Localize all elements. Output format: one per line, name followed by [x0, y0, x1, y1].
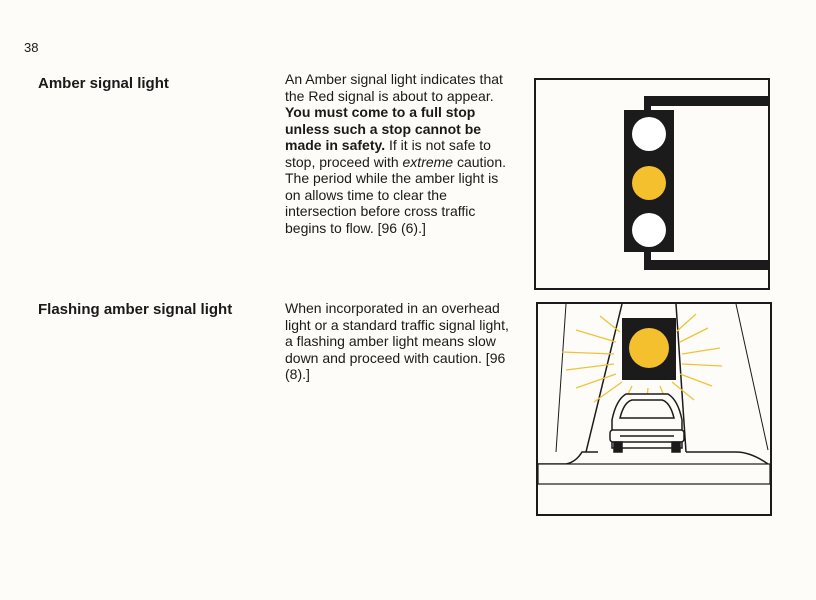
amber-lens-flashing	[629, 328, 669, 368]
traffic-signal-amber-icon	[534, 78, 770, 290]
page-number: 38	[24, 40, 39, 55]
body-end: caution. The period while the amber ligh…	[285, 153, 507, 236]
road-surface	[537, 463, 771, 485]
body-italic: extreme	[402, 153, 454, 170]
mounting-arm-bottom	[644, 260, 768, 270]
amber-lens-lit	[632, 166, 666, 200]
figure-frame	[534, 78, 770, 290]
body-paragraph: An Amber signal light indicates that the…	[285, 71, 515, 236]
green-lens-off	[632, 213, 666, 247]
mounting-arm-top	[644, 96, 768, 106]
flashing-amber-overhead-icon	[536, 302, 772, 516]
body-after-bold: If it is not safe to stop, proceed with	[285, 137, 491, 170]
body-bold: You must come to a full stop unless such…	[285, 104, 482, 153]
section-heading-flashing: Flashing amber signal light	[38, 301, 233, 318]
section-body-amber: An Amber signal light indicates that the…	[285, 71, 515, 236]
section-heading-amber: Amber signal light	[38, 75, 169, 92]
red-lens-off	[632, 117, 666, 151]
section-body-flashing: When incorporated in an overhead light o…	[285, 300, 515, 383]
figure-frame	[536, 302, 772, 516]
wall-left	[555, 303, 567, 453]
body-paragraph: When incorporated in an overhead light o…	[285, 300, 509, 382]
body-intro: An Amber signal light indicates that the…	[285, 71, 503, 104]
ground-right	[686, 451, 769, 465]
ground-left	[538, 451, 598, 465]
car-icon	[609, 393, 685, 453]
road-edge-right	[675, 303, 687, 453]
wall-right	[735, 303, 769, 451]
